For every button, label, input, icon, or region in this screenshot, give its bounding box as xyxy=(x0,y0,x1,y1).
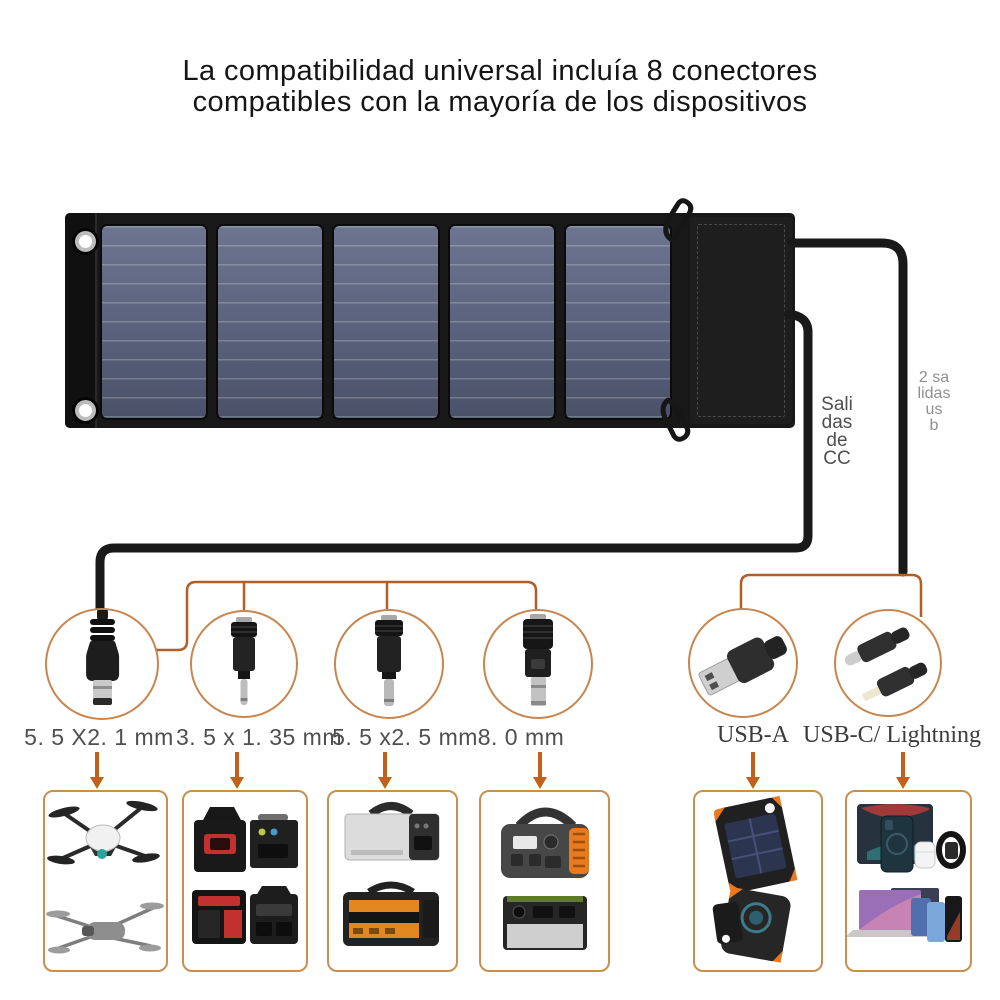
dc-adapter-5-5x2-5-circle xyxy=(334,609,444,719)
phones-tablets-laptops-icon xyxy=(847,804,966,942)
down-arrow-icon xyxy=(746,752,760,789)
carabiner-top-icon xyxy=(663,198,694,243)
device-box-portable-power-stations xyxy=(327,790,458,972)
down-arrow-icon xyxy=(533,752,547,789)
device-box-mini-power-stations xyxy=(182,790,308,972)
usb-a-plug-icon xyxy=(698,636,787,696)
mini-power-stations-icon xyxy=(192,807,298,944)
down-arrow-icon xyxy=(378,752,392,789)
dc-adapter-3-5x1-35-circle xyxy=(190,610,298,718)
dc-adapter-icon xyxy=(231,617,257,705)
dc-outputs-label: Sali das de CC xyxy=(821,394,853,469)
usb-c-lightning-plugs-icon xyxy=(844,627,928,701)
pocket-stitching xyxy=(697,224,785,417)
carabiner-bottom-icon xyxy=(660,397,691,442)
grommet-top-icon xyxy=(75,231,96,252)
dc-adapter-icon xyxy=(523,614,553,706)
device-box-solar-power-banks xyxy=(693,790,823,972)
portable-power-stations-icon xyxy=(343,802,440,946)
device-box-consumer-devices xyxy=(845,790,972,972)
dc-size-label-1: 5. 5 X2. 1 mm xyxy=(24,724,174,750)
solar-cell-4 xyxy=(448,224,556,420)
solar-cell-2 xyxy=(216,224,324,420)
usb-c-lightning-circle xyxy=(834,609,942,717)
usb-a-circle xyxy=(688,608,798,718)
page-title: La compatibilidad universal incluía 8 co… xyxy=(0,56,1000,118)
solar-power-banks-icon xyxy=(712,795,798,963)
down-arrow-icon xyxy=(230,752,244,789)
usb-a-label: USB-A xyxy=(716,722,790,748)
down-arrow-icon xyxy=(90,752,104,789)
panel-edge-strip xyxy=(65,213,97,428)
grommet-bottom-icon xyxy=(75,400,96,421)
title-line-1: La compatibilidad universal incluía 8 co… xyxy=(182,55,818,87)
dc-adapter-icon xyxy=(375,615,403,706)
device-box-outdoor-power-stations xyxy=(479,790,610,972)
drones-icon xyxy=(46,800,164,954)
dc-size-label-3: 5. 5 x2. 5 mm xyxy=(332,724,478,750)
outdoor-power-stations-icon xyxy=(501,807,589,950)
dc-plug-icon xyxy=(86,610,120,705)
dc-size-label-4: 8. 0 mm xyxy=(477,724,565,750)
down-arrow-icon xyxy=(896,752,910,789)
dc-plug-5-5x2-1-circle xyxy=(45,608,159,720)
storage-pocket xyxy=(690,217,792,424)
dc-adapter-8-0-circle xyxy=(483,609,593,719)
solar-cell-5 xyxy=(564,224,672,420)
title-line-2: compatibles con la mayoría de los dispos… xyxy=(192,86,808,118)
usb-c-lightning-label: USB-C/ Lightning xyxy=(802,722,982,748)
device-box-drones xyxy=(43,790,168,972)
usb-outputs-label: 2 sa lidas us b xyxy=(917,369,951,434)
dc-size-label-2: 3. 5 x 1. 35 mm xyxy=(175,724,343,750)
solar-cell-1 xyxy=(100,224,208,420)
solar-cell-3 xyxy=(332,224,440,420)
